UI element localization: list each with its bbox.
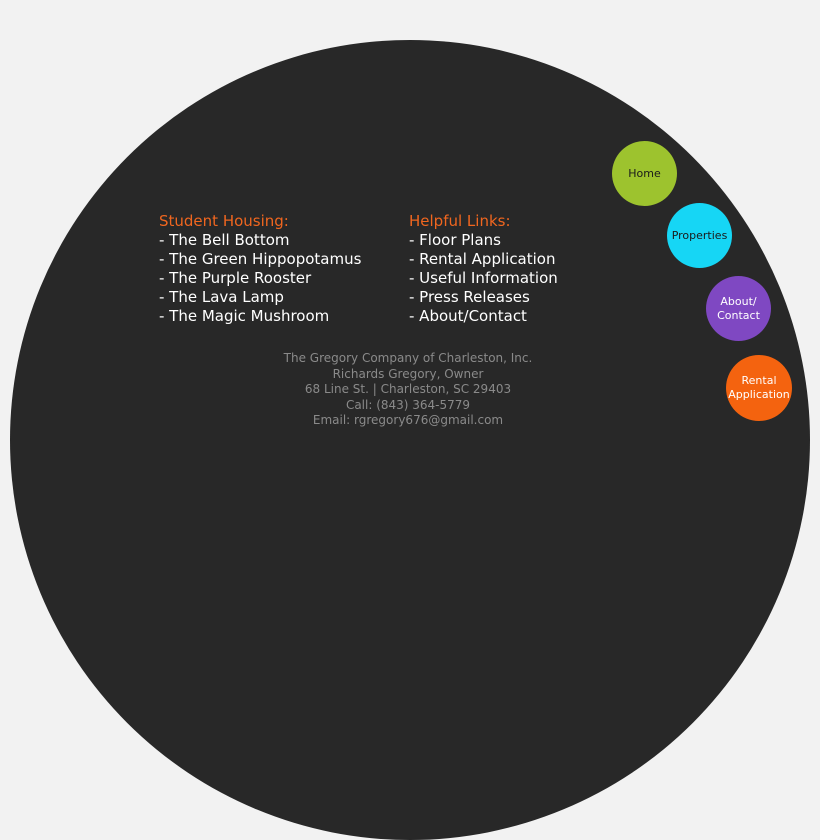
nav-about-label: About/Contact xyxy=(717,294,760,322)
company-name: The Gregory Company of Charleston, Inc. xyxy=(283,351,533,365)
link-about-contact[interactable]: - About/Contact xyxy=(409,307,527,325)
link-bell-bottom[interactable]: - The Bell Bottom xyxy=(159,231,290,249)
link-purple-rooster[interactable]: - The Purple Rooster xyxy=(159,269,312,287)
link-magic-mushroom[interactable]: - The Magic Mushroom xyxy=(159,307,330,325)
email: Email: rgregory676@gmail.com xyxy=(312,413,504,427)
link-rental-application[interactable]: - Rental Application xyxy=(409,250,556,268)
nav-about-contact-button[interactable]: About/Contact xyxy=(706,276,771,341)
nav-home-button[interactable]: Home xyxy=(612,141,677,206)
link-floor-plans[interactable]: - Floor Plans xyxy=(409,231,501,249)
link-green-hippopotamus[interactable]: - The Green Hippopotamus xyxy=(159,250,362,268)
link-useful-information[interactable]: - Useful Information xyxy=(409,269,558,287)
nav-properties-label: Properties xyxy=(671,228,728,242)
nav-home-label: Home xyxy=(628,166,661,180)
owner-name: Richards Gregory, Owner xyxy=(332,366,484,381)
address: 68 Line St. | Charleston, SC 29403 xyxy=(304,382,512,396)
student-housing-section: Student Housing: - The Bell Bottom - The… xyxy=(159,212,361,326)
nav-properties-button[interactable]: Properties xyxy=(667,203,732,268)
contact-footer: The Gregory Company of Charleston, Inc. … xyxy=(258,351,558,429)
helpful-links-heading: Helpful Links: xyxy=(409,212,511,230)
link-press-releases[interactable]: - Press Releases xyxy=(409,288,530,306)
helpful-links-section: Helpful Links: - Floor Plans - Rental Ap… xyxy=(409,212,558,326)
semicircle-background xyxy=(10,40,810,840)
student-housing-heading: Student Housing: xyxy=(159,212,289,230)
phone: Call: (843) 364-5779 xyxy=(345,397,471,412)
link-lava-lamp[interactable]: - The Lava Lamp xyxy=(159,288,284,306)
